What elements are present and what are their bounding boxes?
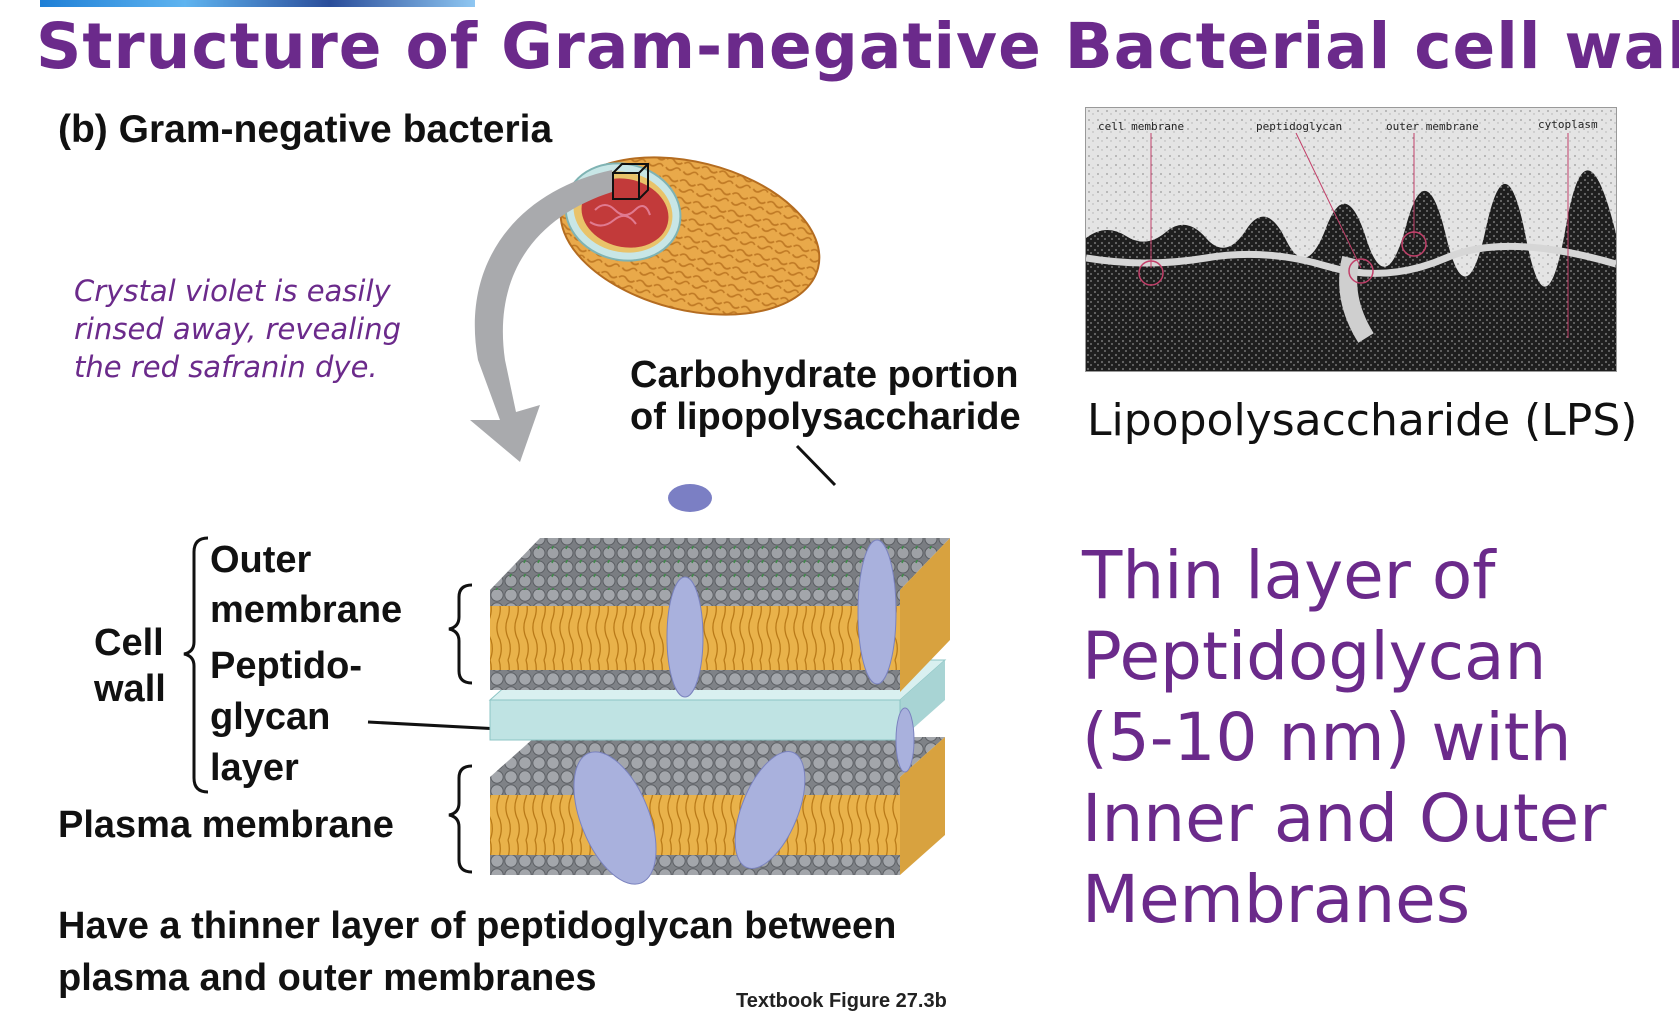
glycan-label: glycan	[210, 696, 331, 738]
zoom-arrow	[470, 170, 612, 462]
note-line: the red safranin dye.	[74, 350, 378, 384]
micrograph-label-cell-membrane: cell membrane	[1098, 120, 1185, 133]
footer-text: Have a thinner layer of peptidoglycan be…	[58, 900, 896, 1004]
cell-label: Cell	[94, 622, 164, 664]
wall-label: wall	[94, 668, 166, 710]
layer-label: layer	[210, 747, 299, 789]
carbohydrate-pointer-line	[795, 444, 837, 487]
figure-reference: Textbook Figure 27.3b	[736, 990, 947, 1012]
carbohydrate-label-line: Carbohydrate portion	[630, 354, 1019, 396]
plasma-membrane-label: Plasma membrane	[58, 804, 394, 846]
lps-caption: Lipopolysaccharide (LPS)	[1087, 395, 1638, 446]
description-line: Peptidoglycan	[1082, 618, 1547, 695]
membrane-protein	[668, 484, 712, 512]
outer-label: Outer	[210, 539, 312, 581]
electron-micrograph: cell membrane peptidoglycan outer membra…	[1085, 107, 1617, 372]
description-line: Thin layer of	[1082, 537, 1496, 614]
footer-line: plasma and outer membranes	[58, 957, 597, 999]
footer-line: Have a thinner layer of peptidoglycan be…	[58, 905, 897, 947]
membrane-protein	[573, 751, 657, 885]
membrane-protein	[666, 576, 704, 698]
membrane-protein	[895, 707, 915, 773]
description-line: Inner and Outer	[1082, 780, 1607, 857]
peptidoglycan-pointer-line	[367, 720, 501, 731]
micrograph-image	[1086, 108, 1616, 371]
carbohydrate-label: Carbohydrate portion of lipopolysacchari…	[630, 354, 1021, 438]
micrograph-label-outer-membrane: outer membrane	[1386, 120, 1479, 133]
micrograph-label-peptidoglycan: peptidoglycan	[1256, 120, 1343, 133]
membrane-protein	[734, 751, 806, 869]
membrane-protein	[857, 539, 897, 685]
page-title: Structure of Gram-negative Bacterial cel…	[36, 10, 1679, 83]
description-text: Thin layer of Peptidoglycan (5-10 nm) wi…	[1082, 535, 1672, 940]
note-line: rinsed away, revealing	[74, 312, 401, 346]
cell-wall-brace	[183, 536, 209, 794]
cube-marker-icon	[612, 163, 649, 200]
note-line: Crystal violet is easily	[74, 274, 391, 308]
peptido-label: Peptido-	[210, 645, 362, 687]
diagram-subtitle: (b) Gram-negative bacteria	[58, 108, 553, 151]
micrograph-marker	[1401, 231, 1427, 257]
outer-membrane-brace	[448, 583, 473, 685]
membrane-block	[488, 484, 950, 885]
description-line: (5-10 nm) with	[1082, 699, 1572, 776]
carbohydrate-label-line: of lipopolysaccharide	[630, 396, 1021, 438]
micrograph-label-cytoplasm: cytoplasm	[1538, 118, 1598, 131]
plasma-membrane-brace	[448, 764, 473, 874]
membrane-label: membrane	[210, 589, 403, 631]
micrograph-marker	[1348, 258, 1374, 284]
micrograph-marker	[1138, 260, 1164, 286]
header-banner-image	[40, 0, 475, 7]
staining-note: Crystal violet is easily rinsed away, re…	[74, 272, 454, 386]
bacterium-illustration	[559, 156, 821, 316]
description-line: Membranes	[1082, 861, 1471, 938]
